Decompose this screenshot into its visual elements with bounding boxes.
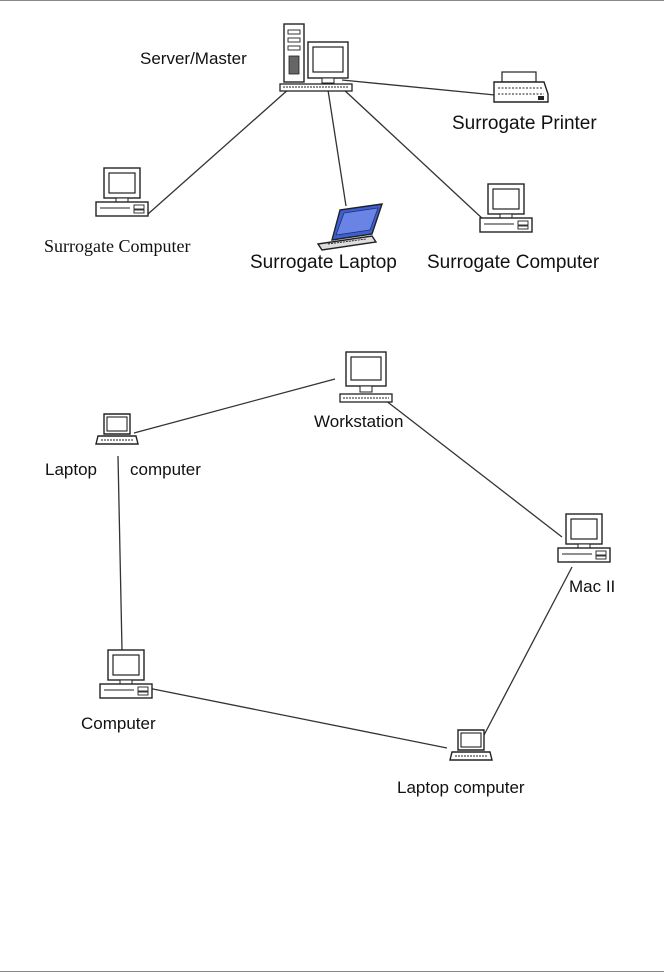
computer-left-label: Surrogate Computer <box>44 236 191 256</box>
laptop-top-icon <box>95 413 139 445</box>
desktop-computer-left-icon <box>95 167 149 217</box>
workstation-label: Workstation <box>314 412 404 431</box>
desktop-computer-right-icon <box>479 183 533 233</box>
workstation-icon <box>339 351 393 403</box>
laptop-top-label-part2: computer <box>130 460 201 479</box>
laptop-bottom-icon <box>449 729 493 761</box>
edge-laptop-bottom-computer <box>147 687 448 749</box>
edge-laptop-top-workstation <box>133 378 336 434</box>
edge-server-printer <box>341 79 496 96</box>
mac-ii-icon <box>557 513 611 563</box>
server-label: Server/Master <box>140 49 247 68</box>
edge-computer-laptop-top <box>117 455 123 651</box>
laptop-top-label-part1: Laptop <box>45 460 97 479</box>
laptop-tilted-icon <box>317 203 383 251</box>
server-with-monitor-icon <box>279 23 353 92</box>
laptop-bottom-label: Laptop computer <box>397 778 525 797</box>
edge-workstation-mac <box>384 399 563 538</box>
top-rule <box>0 0 664 1</box>
printer-icon <box>493 71 549 103</box>
edge-server-computer-right <box>341 87 485 221</box>
computer-icon <box>99 649 153 699</box>
laptop-label: Surrogate Laptop <box>250 252 397 273</box>
edge-server-laptop <box>327 89 347 207</box>
mac-ii-label: Mac II <box>569 577 616 596</box>
computer-right-label: Surrogate Computer <box>427 252 600 273</box>
printer-label: Surrogate Printer <box>452 113 597 134</box>
computer-label: Computer <box>81 714 156 733</box>
edge-server-computer-left <box>147 87 291 215</box>
bottom-rule <box>0 971 664 972</box>
edge-mac-laptop-bottom <box>482 566 573 738</box>
